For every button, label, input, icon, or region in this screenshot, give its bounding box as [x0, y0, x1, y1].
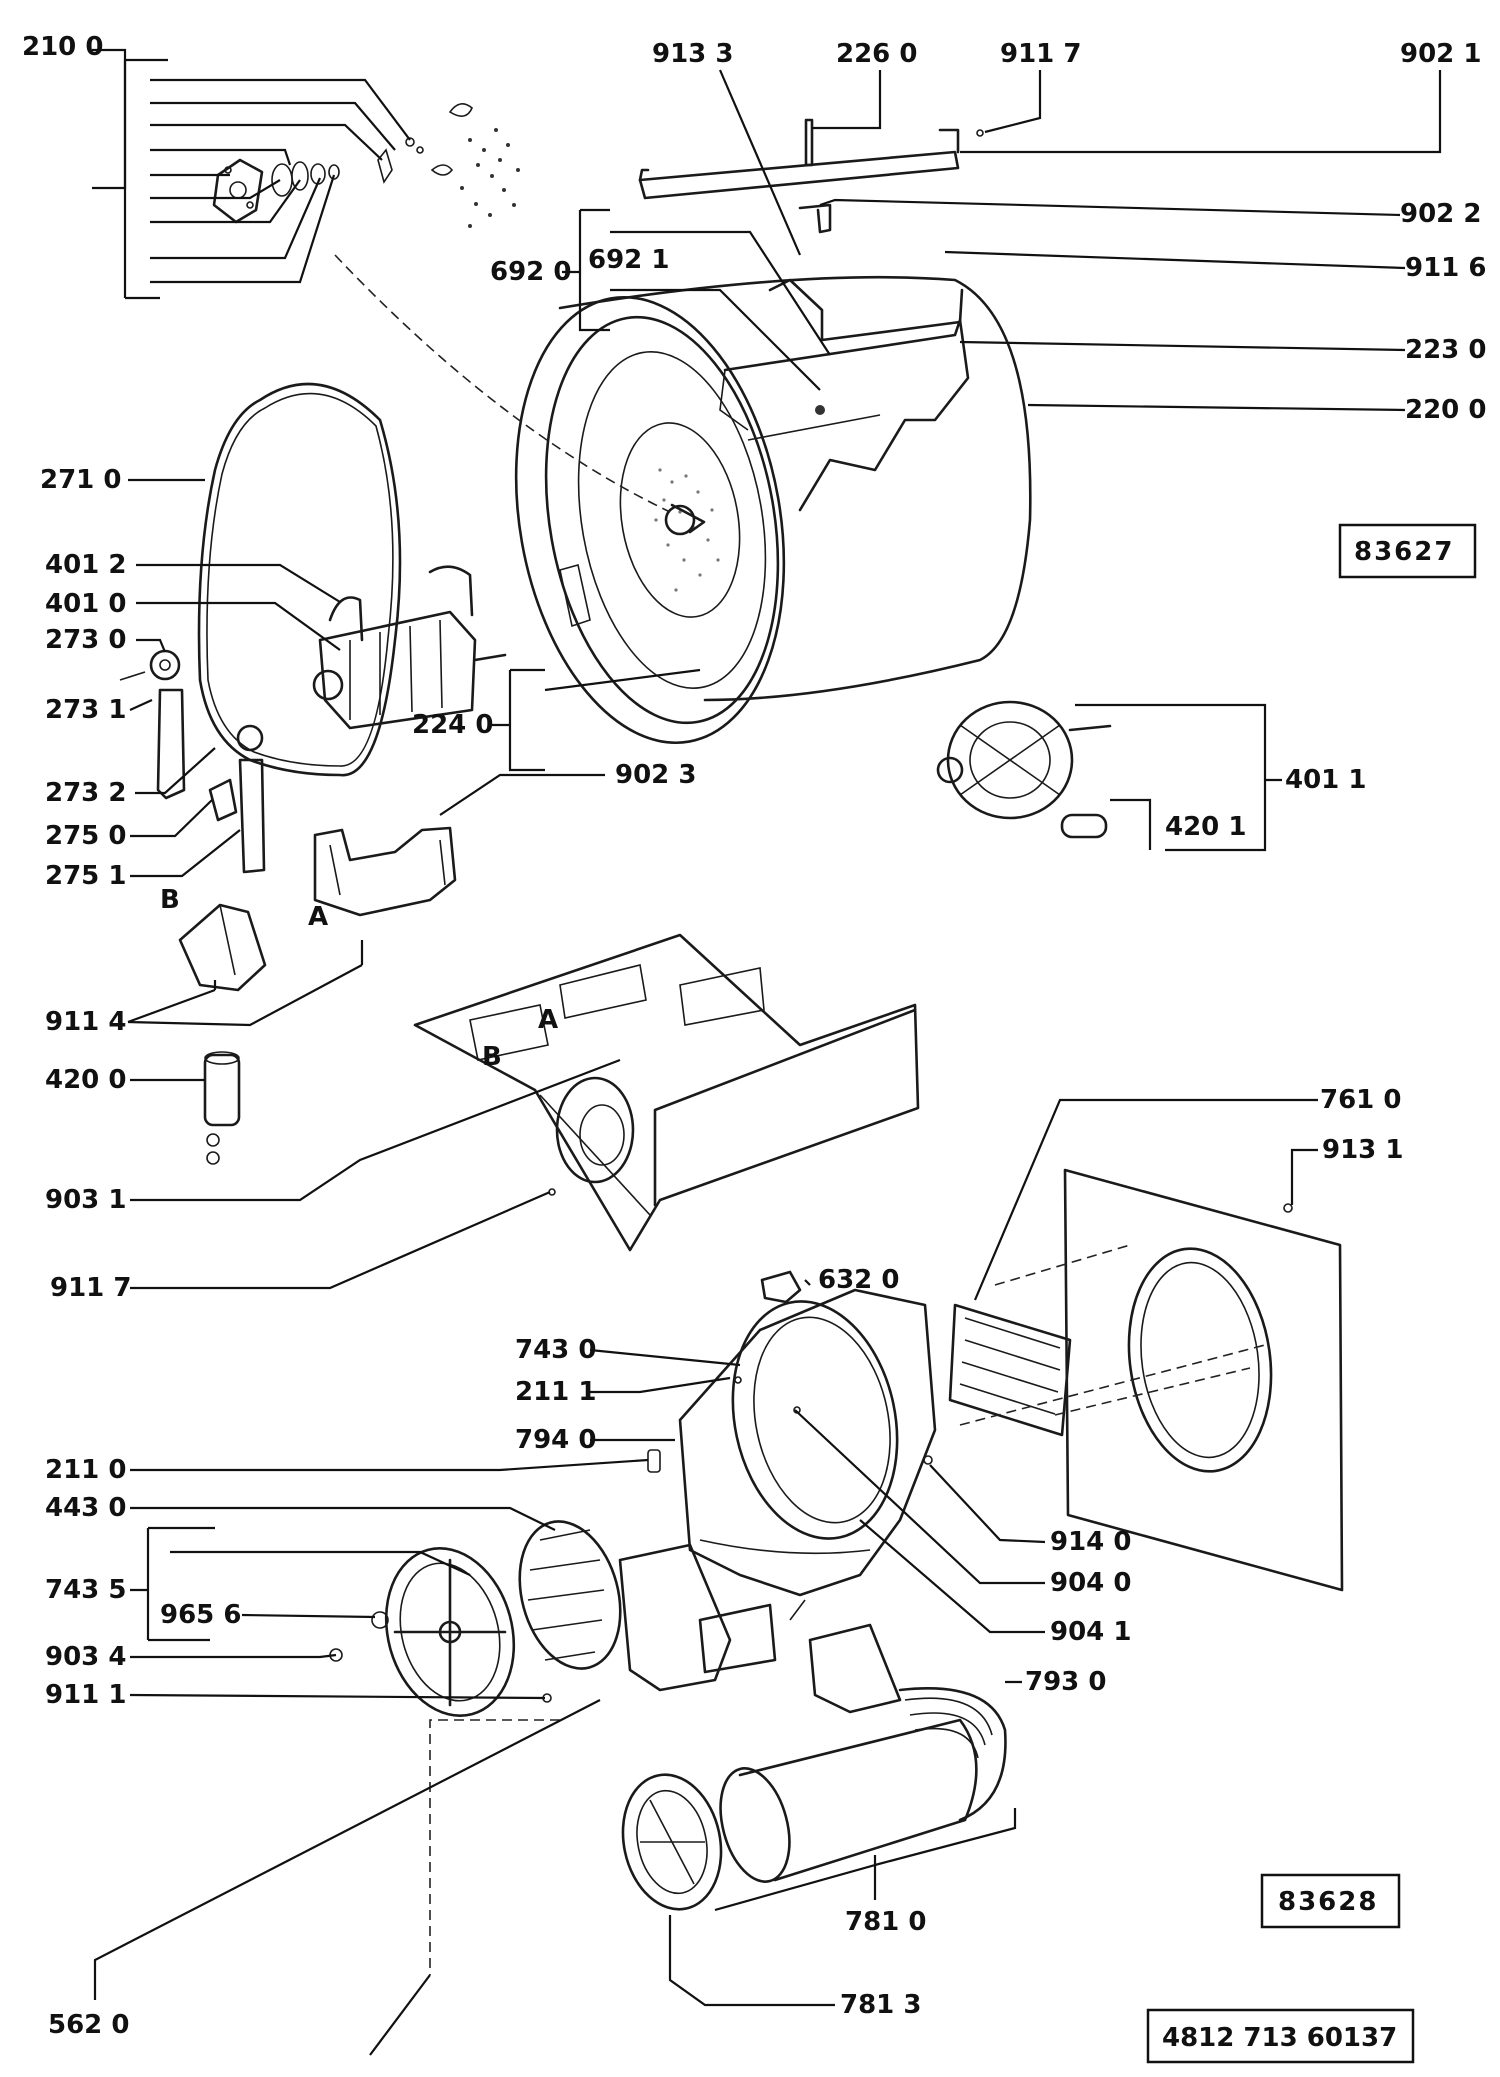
- label-211-0: 211 0: [45, 1455, 126, 1485]
- label-420-1: 420 1: [1165, 812, 1246, 842]
- label-903-1: 903 1: [45, 1185, 126, 1215]
- part-belt: [197, 382, 402, 777]
- label-692-0: 692 0: [490, 257, 571, 287]
- label-275-1: 275 1: [45, 861, 126, 891]
- part-number-labels: 210 0 913 3 226 0 911 7 902 1 902 2 692 …: [22, 32, 1486, 2040]
- label-781-3: 781 3: [840, 1990, 921, 2020]
- part-motor: [312, 565, 507, 730]
- label-443-0: 443 0: [45, 1493, 126, 1523]
- part-capacitor: [203, 1051, 241, 1165]
- letter-a-left: A: [308, 902, 328, 932]
- part-fan-group: [384, 1520, 777, 1717]
- part-grille: [621, 1773, 723, 1911]
- ref-number-top: 83627: [1354, 537, 1454, 567]
- label-902-3: 902 3: [615, 760, 696, 790]
- part-base-plate: [413, 933, 920, 1252]
- label-271-0: 271 0: [40, 465, 121, 495]
- alignment-lines: [334, 254, 1266, 1975]
- label-224-0: 224 0: [412, 710, 493, 740]
- reference-box-bottom: 83628: [1260, 1873, 1401, 1929]
- label-273-1: 273 1: [45, 695, 126, 725]
- part-dot-cluster: [430, 103, 520, 228]
- part-front-panel: [1063, 1168, 1344, 1592]
- letter-b-left: B: [160, 885, 180, 915]
- label-904-0: 904 0: [1050, 1568, 1131, 1598]
- label-226-0: 226 0: [836, 39, 917, 69]
- label-965-6: 965 6: [160, 1600, 241, 1630]
- part-thermostat: [760, 1270, 802, 1304]
- label-223-0: 223 0: [1405, 335, 1486, 365]
- part-filter: [948, 1303, 1072, 1437]
- letter-a-base: A: [538, 1005, 558, 1035]
- part-front-frame: [647, 1288, 937, 1621]
- label-275-0: 275 0: [45, 821, 126, 851]
- part-bracket-b: [178, 903, 267, 992]
- label-794-0: 794 0: [515, 1425, 596, 1455]
- label-914-0: 914 0: [1050, 1527, 1131, 1557]
- reference-box-top: 83627: [1338, 523, 1477, 579]
- label-211-1: 211 1: [515, 1377, 596, 1407]
- label-781-0: 781 0: [845, 1907, 926, 1937]
- ref-number-bottom: 83628: [1278, 1887, 1378, 1917]
- label-902-2: 902 2: [1400, 199, 1481, 229]
- label-401-2: 401 2: [45, 550, 126, 580]
- label-911-4: 911 4: [45, 1007, 126, 1037]
- label-902-1: 902 1: [1400, 39, 1481, 69]
- part-exhaust-duct: [719, 1623, 1007, 1883]
- label-911-7-lower: 911 7: [50, 1273, 131, 1303]
- leader-lines: [92, 48, 1442, 2056]
- label-562-0: 562 0: [48, 2010, 129, 2040]
- label-743-0: 743 0: [515, 1335, 596, 1365]
- label-743-5: 743 5: [45, 1575, 126, 1605]
- part-bracket-a: [313, 826, 457, 917]
- label-632-0: 632 0: [818, 1265, 899, 1295]
- label-793-0: 793 0: [1025, 1667, 1106, 1697]
- label-913-3: 913 3: [652, 39, 733, 69]
- label-273-0: 273 0: [45, 625, 126, 655]
- label-401-1: 401 1: [1285, 765, 1366, 795]
- document-number: 4812 713 60137: [1162, 2023, 1397, 2053]
- label-911-7-top: 911 7: [1000, 39, 1081, 69]
- label-401-0: 401 0: [45, 589, 126, 619]
- label-220-0: 220 0: [1405, 395, 1486, 425]
- label-420-0: 420 0: [45, 1065, 126, 1095]
- label-913-1: 913 1: [1322, 1135, 1403, 1165]
- label-210-0: 210 0: [22, 32, 103, 62]
- label-273-2: 273 2: [45, 778, 126, 808]
- label-904-1: 904 1: [1050, 1617, 1131, 1647]
- label-692-1: 692 1: [588, 245, 669, 275]
- part-210-plate-assembly: [212, 137, 424, 224]
- label-911-6: 911 6: [1405, 253, 1486, 283]
- letter-b-base: B: [482, 1042, 502, 1072]
- label-903-4: 903 4: [45, 1642, 126, 1672]
- part-screws: [329, 1188, 1293, 1703]
- part-motor-2: [936, 700, 1112, 839]
- label-761-0: 761 0: [1320, 1085, 1401, 1115]
- part-top-rail: [638, 118, 984, 234]
- document-number-box: 4812 713 60137: [1146, 2008, 1415, 2064]
- part-pulley-group: [119, 649, 266, 874]
- part-drum: [514, 275, 1032, 745]
- label-911-1: 911 1: [45, 1680, 126, 1710]
